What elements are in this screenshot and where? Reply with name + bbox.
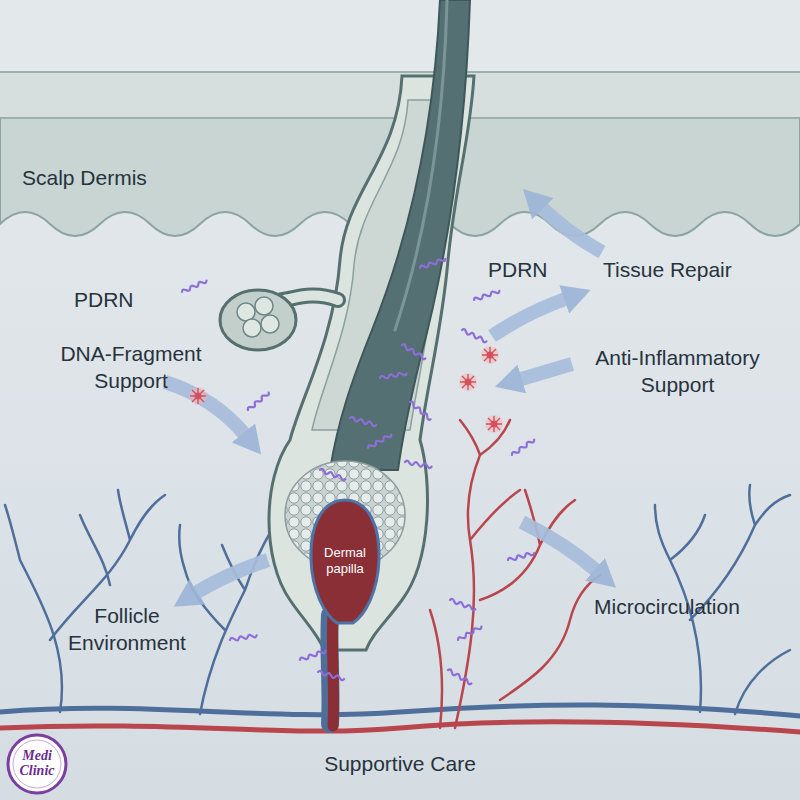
inflammation-markers-part xyxy=(481,346,499,364)
layer-label: Scalp Dermis xyxy=(22,165,222,192)
pdrn-fragments-part xyxy=(350,416,377,426)
sebaceous-gland-part xyxy=(261,315,279,333)
pdrn-fragments-part xyxy=(447,669,472,686)
blood-vessels-part xyxy=(179,525,275,714)
pdrn-fragments-part xyxy=(405,460,432,468)
blood-vessels-part xyxy=(0,722,800,732)
hair-follicle xyxy=(269,0,474,726)
pdrn-fragments-part xyxy=(461,328,487,343)
pdrn-fragments-part xyxy=(419,257,446,269)
effect-label: Follicle Environment xyxy=(52,603,202,657)
pdrn-fragments-part xyxy=(319,468,346,480)
pointer-arrows-part xyxy=(518,364,572,380)
pdrn-fragments xyxy=(181,257,535,685)
sebaceous-gland-part xyxy=(282,296,338,300)
blood-vessels-part xyxy=(0,705,800,716)
footer-label: Supportive Care xyxy=(0,751,800,778)
inflammation-markers xyxy=(189,346,503,433)
agent-label: PDRN xyxy=(74,287,174,314)
pdrn-fragments-part xyxy=(473,289,500,301)
pdrn-fragments-part xyxy=(401,344,426,361)
pdrn-fragments-part xyxy=(457,625,482,642)
pdrn-fragments-part xyxy=(318,670,345,680)
hair-follicle-part xyxy=(332,612,333,726)
node-text-holder: Dermal papilla xyxy=(307,497,383,625)
effect-label: Tissue Repair xyxy=(603,257,793,284)
node-text-holder: Medi Clinic xyxy=(6,733,68,795)
hair-follicle-part xyxy=(395,0,447,330)
sebaceous-gland-part xyxy=(282,296,338,300)
effect-label: DNA-Fragment Support xyxy=(55,341,207,395)
pdrn-fragments-part xyxy=(299,649,326,661)
sebaceous-gland xyxy=(220,290,338,350)
sebaceous-gland-part xyxy=(243,319,261,337)
node-label: Dermal papilla xyxy=(307,545,383,576)
pdrn-fragments-part xyxy=(409,401,432,421)
pdrn-fragments-part xyxy=(511,438,535,456)
pdrn-fragments-part xyxy=(247,391,270,411)
pointer-arrows-part xyxy=(540,206,602,252)
pointer-arrows-part xyxy=(194,560,268,594)
dermal-papilla: Dermal papilla xyxy=(307,497,383,625)
pointer-arrows-part xyxy=(492,298,568,336)
pdrn-fragments-part xyxy=(449,598,476,610)
agent-label: PDRN xyxy=(488,257,588,284)
sebaceous-gland-part xyxy=(255,297,273,315)
pdrn-fragments-part xyxy=(367,433,392,450)
clinic-logo: Medi Clinic xyxy=(6,733,68,795)
effect-label: Microcirculation xyxy=(594,594,794,621)
hair-follicle-part xyxy=(330,0,470,470)
pdrn-fragments-part xyxy=(380,372,407,380)
pdrn-fragments-part xyxy=(508,551,535,561)
inflammation-markers-part xyxy=(189,387,207,405)
node-label: Medi Clinic xyxy=(6,749,68,778)
inflammation-markers-part xyxy=(459,373,477,391)
blood-vessels-part xyxy=(430,420,600,728)
sebaceous-gland-part xyxy=(220,290,296,350)
pdrn-fragments-part xyxy=(230,634,257,642)
pointer-arrows xyxy=(165,206,602,594)
blood-vessels-part xyxy=(5,490,165,712)
pdrn-fragments-part xyxy=(181,279,207,294)
background-part xyxy=(0,0,800,72)
epidermis-band-part xyxy=(0,71,800,73)
pointer-arrows-part xyxy=(165,382,246,436)
pointer-arrows-part xyxy=(522,522,598,572)
effect-label: Anti-Inflammatory Support xyxy=(575,345,780,399)
inflammation-markers-part xyxy=(485,415,503,433)
